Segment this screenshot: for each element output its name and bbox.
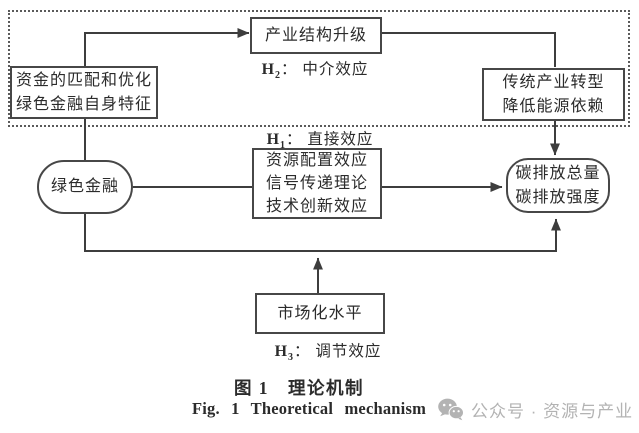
arrow-greenfinance-bottom-to-carbon [84,213,561,252]
hypothesis-name: H [274,343,289,360]
line-upgrade-to-transform [382,32,556,67]
node-line: 传统产业转型 [502,73,605,91]
watermark: 公众号 · 资源与产业 [437,397,633,422]
node-carbon-emissions: 碳排放总量 碳排放强度 [506,158,610,213]
label-h1-direct: H1： 直接效应 [250,127,390,151]
wechat-icon [438,398,464,421]
node-green-finance: 绿色金融 [37,160,133,214]
figure-caption-en: Fig. 1 Theoretical mechanism [191,399,427,418]
figure-caption-cn: 图 1 理论机制 [233,378,365,398]
arrow-capital-to-upgrade [84,28,250,67]
node-industrial-upgrade: 产业结构升级 [250,17,382,54]
node-line: 降低能源依赖 [502,97,605,115]
hypothesis-name: H [266,131,281,148]
label-h2-mediation: H2： 中介效应 [245,57,385,81]
node-line: 技术创新效应 [265,198,368,215]
node-line: 碳排放总量 [515,164,601,182]
node-line: 市场化水平 [277,304,363,322]
node-traditional-transform: 传统产业转型 降低能源依赖 [482,68,625,121]
node-line: 资金的匹配和优化 [15,71,152,89]
node-line: 资源配置效应 [265,152,368,169]
node-line: 绿色金融自身特征 [15,95,152,113]
node-capital-matching: 资金的匹配和优化 绿色金融自身特征 [10,66,158,119]
hypothesis-sub: 1 [280,140,287,152]
mediation-dashed-region [8,10,630,127]
hypothesis-name: H [261,61,276,78]
hypothesis-text: ： 直接效应 [286,131,374,148]
watermark-text: 公众号 · 资源与产业 [471,402,634,421]
node-line: 碳排放强度 [515,188,601,206]
node-line: 信号传递理论 [265,175,368,192]
hypothesis-sub: 3 [288,352,295,364]
hypothesis-text: ： 中介效应 [281,61,369,78]
label-h3-moderation: H3： 调节效应 [258,339,398,363]
node-effects: 资源配置效应 信号传递理论 技术创新效应 [252,148,382,219]
hypothesis-sub: 2 [275,70,282,82]
node-line: 绿色金融 [50,178,119,195]
node-marketization: 市场化水平 [255,293,385,334]
hypothesis-text: ： 调节效应 [294,343,382,360]
node-line: 产业结构升级 [264,26,367,44]
